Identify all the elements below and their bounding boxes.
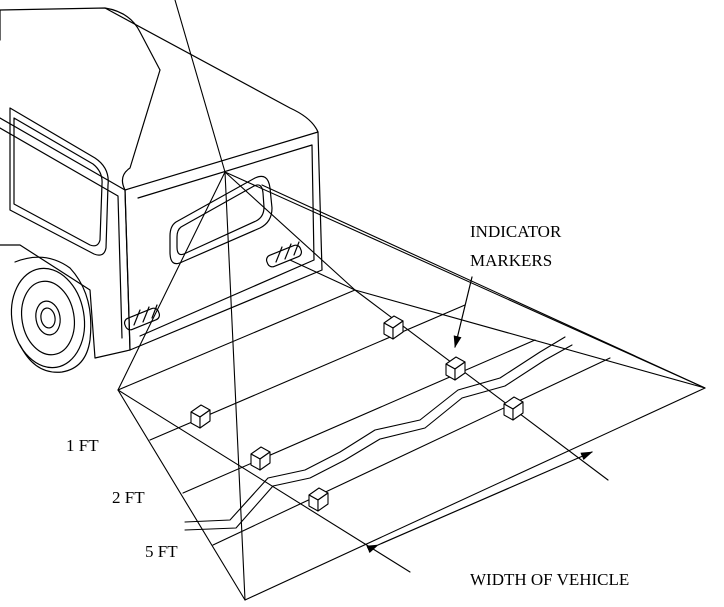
vehicle-side-window xyxy=(9,107,109,256)
vehicle-rear-corner-bevel xyxy=(121,69,161,191)
width-dimension-arrow xyxy=(366,451,593,554)
rear-light-right xyxy=(265,241,303,268)
label-indicator-markers-line2: MARKERS xyxy=(470,251,552,270)
vehicle-rear-face xyxy=(124,131,323,351)
vehicle-rear-window xyxy=(169,175,273,265)
marker-cube xyxy=(308,487,329,512)
label-1ft: 1 FT xyxy=(66,436,99,455)
indicator-markers xyxy=(190,315,524,512)
label-width-of-vehicle: WIDTH OF VEHICLE xyxy=(470,570,629,589)
label-2ft: 2 FT xyxy=(112,488,145,507)
marker-cube xyxy=(190,404,211,429)
marker-cube xyxy=(503,396,524,421)
vehicle-side-window-inner xyxy=(13,117,103,247)
camera-field-of-view xyxy=(117,0,706,601)
curb-obstacle xyxy=(184,336,573,531)
marker-cube xyxy=(383,315,404,340)
vehicle-top-edge xyxy=(104,7,319,133)
vehicle-rear-window-inner xyxy=(176,184,265,256)
marker-cube xyxy=(445,356,466,381)
label-indicator-markers-line1: INDICATOR xyxy=(470,222,562,241)
marker-cube xyxy=(250,446,271,471)
indicator-leader-line xyxy=(453,276,473,348)
vehicle xyxy=(0,7,323,373)
rear-light-left xyxy=(123,304,161,331)
label-5ft: 5 FT xyxy=(145,542,178,561)
vehicle-roof xyxy=(0,7,161,71)
vehicle-side-face xyxy=(0,117,131,359)
rear-wheel xyxy=(10,256,92,373)
vehicle-side-panel-line xyxy=(0,127,123,339)
